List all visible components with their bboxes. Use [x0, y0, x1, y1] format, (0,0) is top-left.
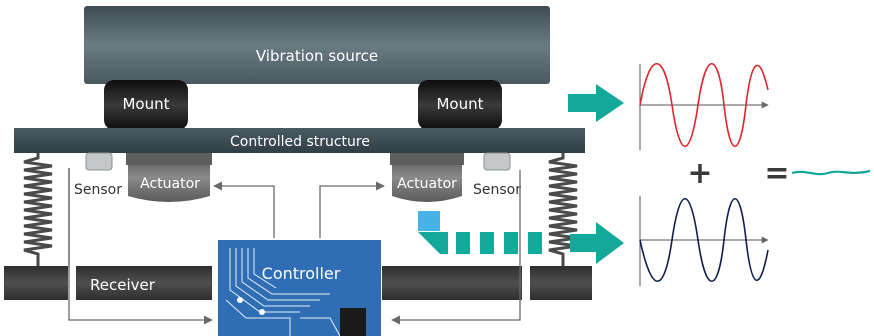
signal-chip-icon — [418, 211, 440, 231]
controlled-structure-label: Controlled structure — [230, 134, 370, 150]
sensor-right-label: Sensor — [473, 182, 521, 198]
plus-sign: + — [687, 156, 712, 191]
equals-sign: = — [764, 156, 789, 191]
receiver-label: Receiver — [90, 276, 156, 294]
signal-flow-lines — [68, 170, 521, 325]
controlled-structure: Controlled structure — [14, 128, 585, 153]
vibration-source: Vibration source — [84, 6, 550, 84]
actuator-left: Actuator — [126, 153, 212, 202]
mount-left-label: Mount — [122, 95, 169, 113]
anti-wave — [639, 196, 769, 286]
actuator-left-label: Actuator — [140, 176, 200, 192]
result-wave — [791, 169, 871, 176]
receiver-base — [4, 266, 592, 300]
primary-wave — [639, 62, 769, 150]
controller-label: Controller — [262, 264, 341, 283]
mount-left: Mount — [104, 80, 188, 130]
vibration-source-label: Vibration source — [256, 47, 378, 65]
controller-board: Controller — [218, 240, 381, 336]
mount-right: Mount — [418, 80, 502, 130]
upper-green-arrow-icon — [568, 84, 624, 122]
lower-green-arrow-icon — [570, 222, 624, 264]
spring-left — [23, 153, 53, 266]
mount-right-label: Mount — [436, 95, 483, 113]
sensor-left: Sensor — [68, 152, 122, 268]
spring-right — [548, 153, 578, 266]
sensor-left-label: Sensor — [74, 182, 122, 198]
sensor-right: Sensor — [473, 152, 521, 198]
circuit-traces-icon — [225, 248, 341, 336]
actuator-right: Actuator — [390, 153, 464, 202]
actuator-right-label: Actuator — [397, 176, 457, 192]
anti-signal-dashes — [418, 232, 542, 254]
